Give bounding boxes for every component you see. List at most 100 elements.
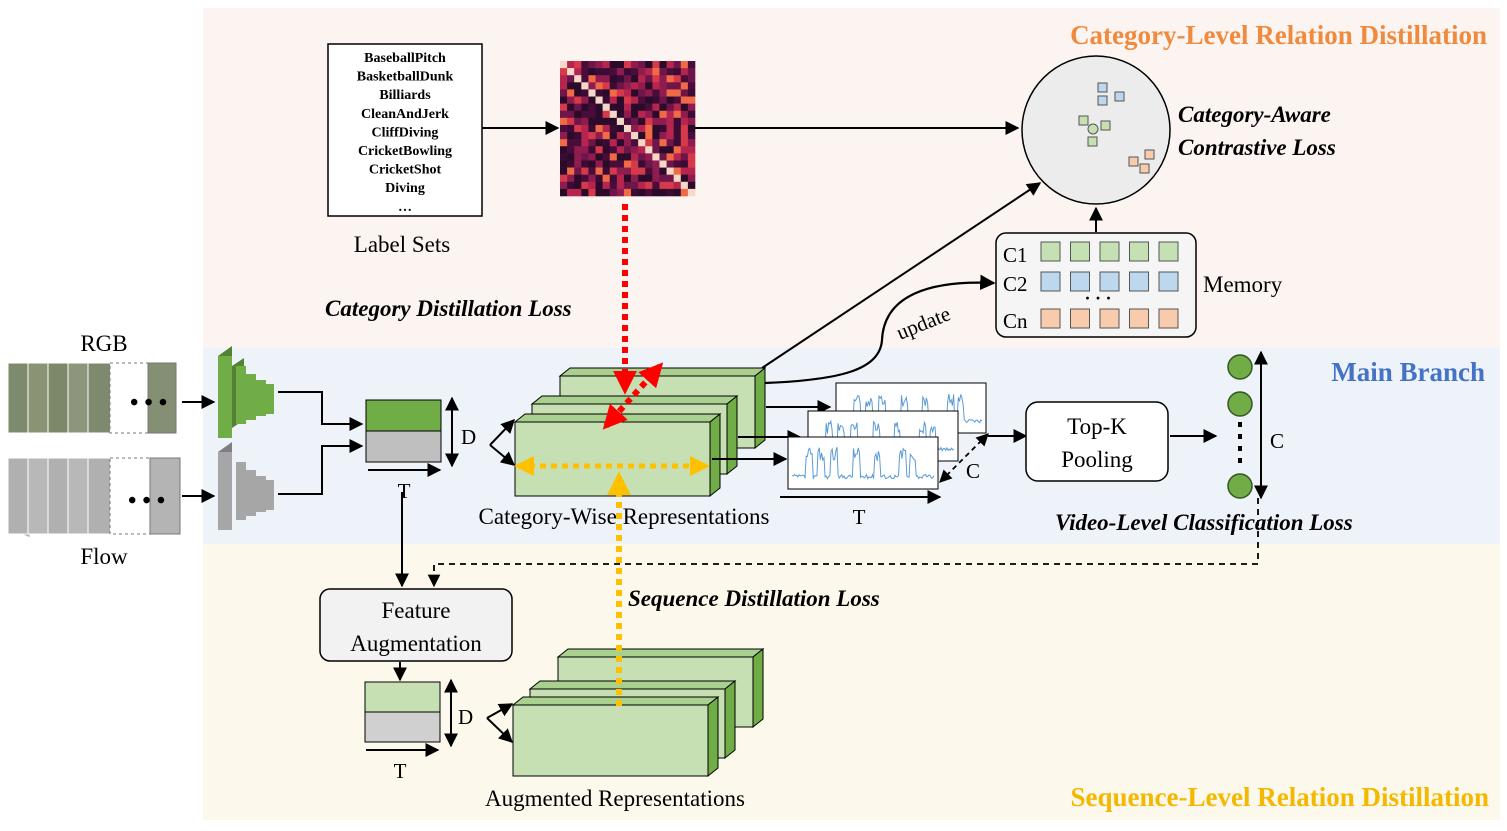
- matrix-cell: [602, 139, 611, 147]
- matrix-cell: [680, 75, 689, 83]
- matrix-cell: [645, 124, 653, 133]
- matrix-cell: [567, 181, 575, 190]
- matrix-cell: [687, 110, 696, 119]
- feature-aug-line1: Feature: [382, 598, 451, 623]
- matrix-cell: [680, 146, 689, 154]
- embed-point-green: [1100, 120, 1111, 131]
- matrix-cell: [659, 61, 667, 69]
- matrix-cell: [659, 188, 667, 197]
- matrix-cell: [687, 124, 696, 133]
- matrix-cell: [673, 61, 682, 69]
- matrix-cell: [616, 174, 625, 183]
- matrix-cell: [638, 174, 646, 183]
- embed-point-blue: [1097, 82, 1108, 93]
- category-relation-arrow: [602, 362, 664, 430]
- matrix-cell: [638, 124, 646, 133]
- matrix-cell: [609, 82, 618, 90]
- matrix-cell: [623, 103, 632, 112]
- matrix-cell: [666, 124, 674, 133]
- contrastive-loss-line2: Contrastive Loss: [1178, 135, 1336, 160]
- matrix-cell: [631, 124, 639, 133]
- memory-label: Memory: [1203, 272, 1283, 297]
- matrix-cell: [652, 167, 660, 175]
- matrix-cell: [638, 68, 646, 76]
- matrix-cell: [574, 82, 582, 90]
- matrix-cell: [602, 167, 611, 175]
- series-t-label: T: [853, 505, 866, 529]
- memory-cell: [1040, 308, 1061, 329]
- matrix-cell: [645, 110, 653, 119]
- matrix-cell: [574, 146, 582, 154]
- matrix-cell: [602, 82, 611, 90]
- matrix-cell: [645, 61, 653, 69]
- matrix-cell: [574, 117, 582, 126]
- matrix-cell: [659, 96, 667, 104]
- matrix-cell: [631, 139, 639, 147]
- label-set-item: …: [398, 200, 412, 215]
- matrix-cell: [631, 167, 639, 175]
- matrix-cell: [638, 188, 646, 197]
- matrix-cell: [666, 188, 674, 197]
- matrix-cell: [602, 124, 611, 133]
- memory-cell: [1129, 271, 1149, 292]
- matrix-cell: [588, 117, 596, 126]
- matrix-cell: [666, 146, 674, 154]
- label-sets-caption: Label Sets: [354, 232, 450, 257]
- matrix-cell: [687, 75, 696, 83]
- matrix-cell: [638, 132, 646, 140]
- video-classification-loss-label: Video-Level Classification Loss: [1055, 510, 1353, 535]
- matrix-cell: [567, 110, 575, 119]
- matrix-cell: [560, 68, 568, 76]
- matrix-cell: [581, 174, 589, 183]
- matrix-cell: [645, 188, 653, 197]
- matrix-cell: [588, 124, 596, 133]
- matrix-cell: [581, 139, 589, 147]
- label-set-item: Billiards: [379, 88, 431, 103]
- matrix-cell: [666, 68, 674, 76]
- matrix-cell: [673, 124, 682, 133]
- sequence-distillation-loss-label: Sequence Distillation Loss: [628, 586, 880, 611]
- matrix-cell: [666, 103, 674, 112]
- matrix-cell: [567, 174, 575, 183]
- matrix-cell: [687, 174, 696, 183]
- matrix-cell: [616, 110, 625, 119]
- matrix-cell: [560, 132, 568, 140]
- matrix-cell: [673, 146, 682, 154]
- matrix-cell: [623, 132, 632, 140]
- label-sets-box: [327, 43, 483, 217]
- matrix-cell: [560, 174, 568, 183]
- matrix-cell: [659, 174, 667, 183]
- matrix-cell: [638, 139, 646, 147]
- matrix-cell: [560, 153, 568, 161]
- matrix-cell: [609, 89, 618, 97]
- matrix-cell: [581, 117, 589, 126]
- label-set-item: CliffDiving: [372, 125, 439, 140]
- matrix-cell: [652, 82, 660, 90]
- matrix-cell: [645, 153, 653, 161]
- matrix-cell: [659, 146, 667, 154]
- memory-cell: [1158, 271, 1179, 292]
- matrix-cell: [602, 188, 611, 197]
- flow-encoder: [218, 442, 274, 530]
- matrix-cell: [687, 103, 696, 112]
- matrix-cell: [602, 75, 611, 83]
- matrix-cell: [574, 96, 582, 104]
- matrix-cell: [666, 75, 674, 83]
- matrix-cell: [680, 188, 689, 197]
- matrix-cell: [581, 153, 589, 161]
- matrix-cell: [631, 96, 639, 104]
- matrix-cell: [609, 75, 618, 83]
- embed-point-green: [1078, 115, 1089, 126]
- feature-augmentation-box: [319, 588, 513, 662]
- matrix-cell: [645, 160, 653, 168]
- matrix-cell: [574, 61, 582, 69]
- matrix-cell: [623, 188, 632, 197]
- matrix-cell: [581, 167, 589, 175]
- matrix-cell: [595, 181, 603, 190]
- class-score-node: [1227, 473, 1253, 499]
- matrix-cell: [680, 160, 689, 168]
- matrix-cell: [574, 167, 582, 175]
- contrastive-loss-line1: Category-Aware: [1178, 102, 1331, 127]
- rgb-frames: • • •: [7, 362, 177, 434]
